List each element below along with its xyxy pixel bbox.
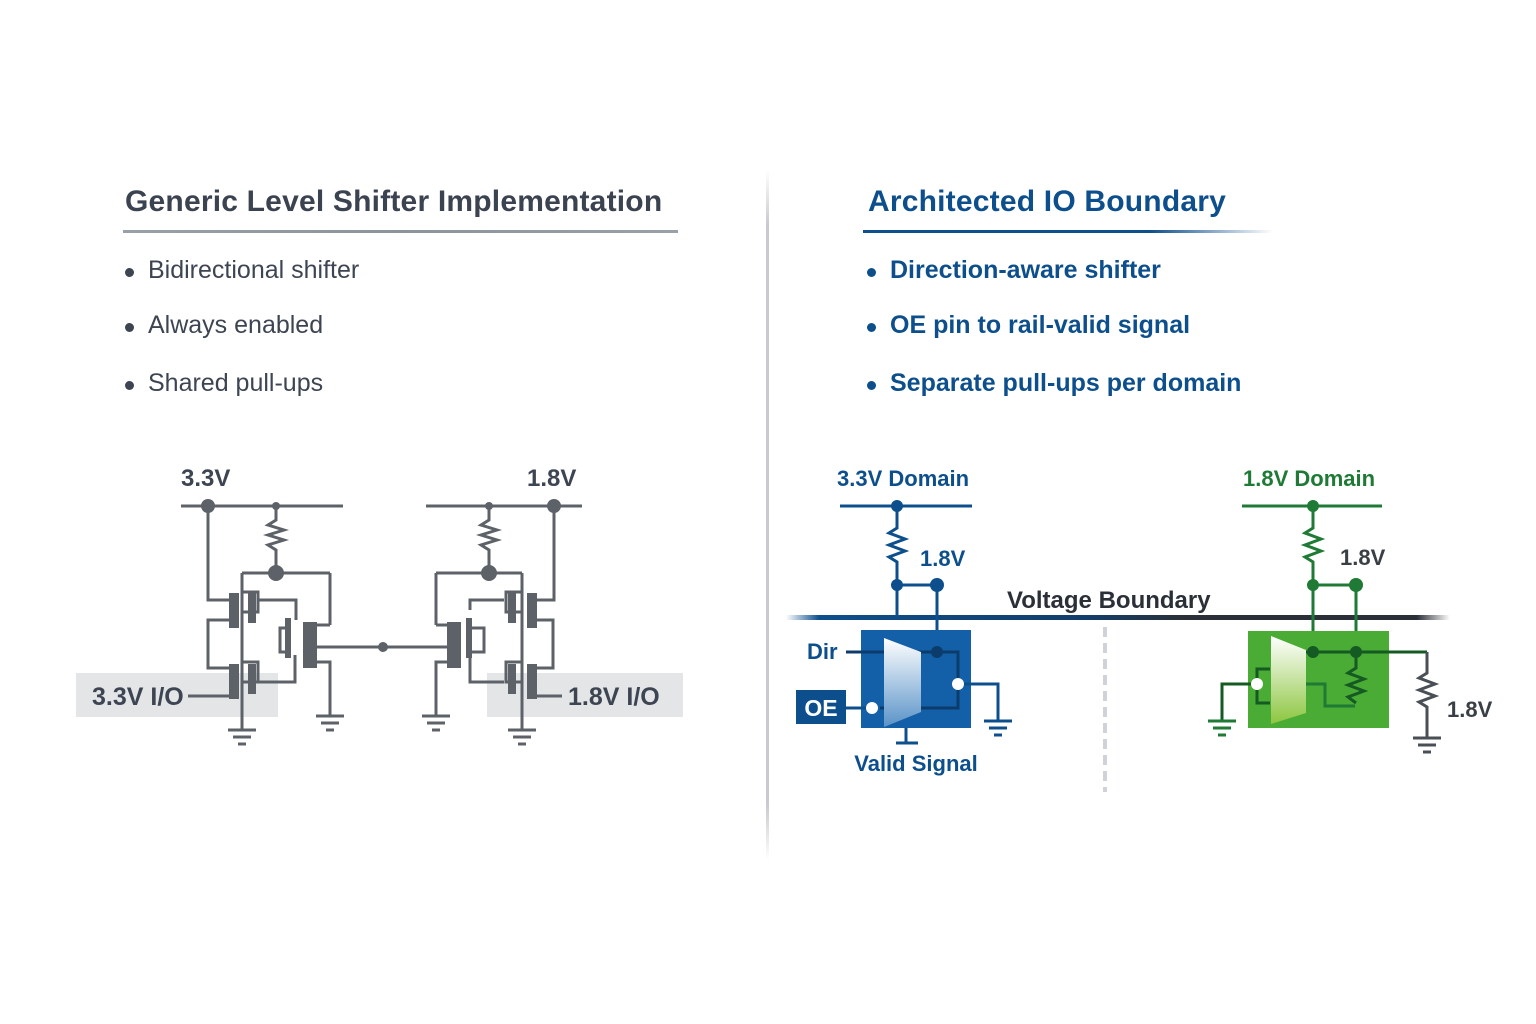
voltage-boundary-line	[786, 615, 1450, 620]
bullet-dot-icon	[867, 323, 876, 332]
oe-label: OE	[804, 695, 837, 721]
pullup-1v8-label: 1.8V	[1340, 545, 1386, 570]
transistor-gate-icon	[229, 593, 239, 628]
bullet-dot-icon	[867, 268, 876, 277]
inverter-bubble-icon	[866, 702, 878, 714]
domain-3v3-block	[840, 500, 1012, 745]
mux-icon	[1271, 636, 1306, 724]
external-pullup-label: 1.8V	[1447, 697, 1493, 722]
io-1v8-label: 1.8V I/O	[568, 683, 660, 711]
inverter-bubble-icon	[952, 678, 964, 690]
resistor-icon	[1414, 652, 1440, 738]
resistor-icon	[1343, 652, 1369, 705]
rail-1v8-label: 1.8V	[527, 465, 576, 492]
transistor-gate-icon	[229, 664, 239, 699]
ground-icon	[228, 728, 256, 746]
ground-icon	[508, 728, 536, 746]
resistor-icon	[262, 506, 290, 573]
resistor-icon	[1300, 506, 1326, 585]
oe-pin-badge	[796, 690, 846, 724]
ground-icon	[1413, 736, 1441, 754]
transistor-gate-icon	[303, 622, 317, 668]
inverter-bubble-icon	[1251, 678, 1263, 690]
generic-level-shifter-schematic	[76, 499, 683, 746]
ground-icon	[1208, 719, 1236, 737]
domain-3v3-label: 3.3V Domain	[837, 466, 969, 491]
resistor-icon	[884, 506, 910, 585]
bullet-dot-icon	[125, 323, 134, 332]
pullup-3v3-label: 1.8V	[920, 546, 966, 571]
domain-1v8-label: 1.8V Domain	[1243, 466, 1375, 491]
transistor-gate-icon	[527, 664, 537, 699]
left-title-underline	[123, 230, 678, 233]
bullet-dot-icon	[125, 268, 134, 277]
ground-icon	[984, 719, 1012, 737]
io-left-label-bg	[76, 673, 278, 717]
resistor-icon	[475, 506, 503, 573]
right-panel-title: Architected IO Boundary	[868, 185, 1226, 218]
rail-3v3-label: 3.3V	[181, 465, 230, 492]
junction-dot	[1307, 646, 1319, 658]
bullet-dot-icon	[867, 381, 876, 390]
dir-label: Dir	[807, 639, 838, 664]
transistor-gate-icon	[527, 593, 537, 628]
shifter-1v8-box	[1248, 631, 1389, 728]
domain-1v8-block	[1208, 500, 1427, 737]
ground-icon	[316, 714, 344, 732]
panel-divider	[766, 170, 769, 860]
ground-icon	[422, 714, 450, 732]
bullet-dot-icon	[125, 381, 134, 390]
junction-dot	[931, 646, 943, 658]
mux-icon	[884, 638, 921, 727]
io-right-label-bg	[487, 673, 683, 717]
right-title-underline	[863, 230, 1273, 233]
transistor-gate-icon	[447, 622, 461, 668]
io-3v3-label: 3.3V I/O	[92, 683, 184, 711]
left-panel-title: Generic Level Shifter Implementation	[125, 185, 663, 218]
voltage-boundary-label: Voltage Boundary	[1007, 587, 1211, 614]
valid-signal-label: Valid Signal	[854, 751, 977, 776]
external-pullup	[1413, 652, 1441, 754]
